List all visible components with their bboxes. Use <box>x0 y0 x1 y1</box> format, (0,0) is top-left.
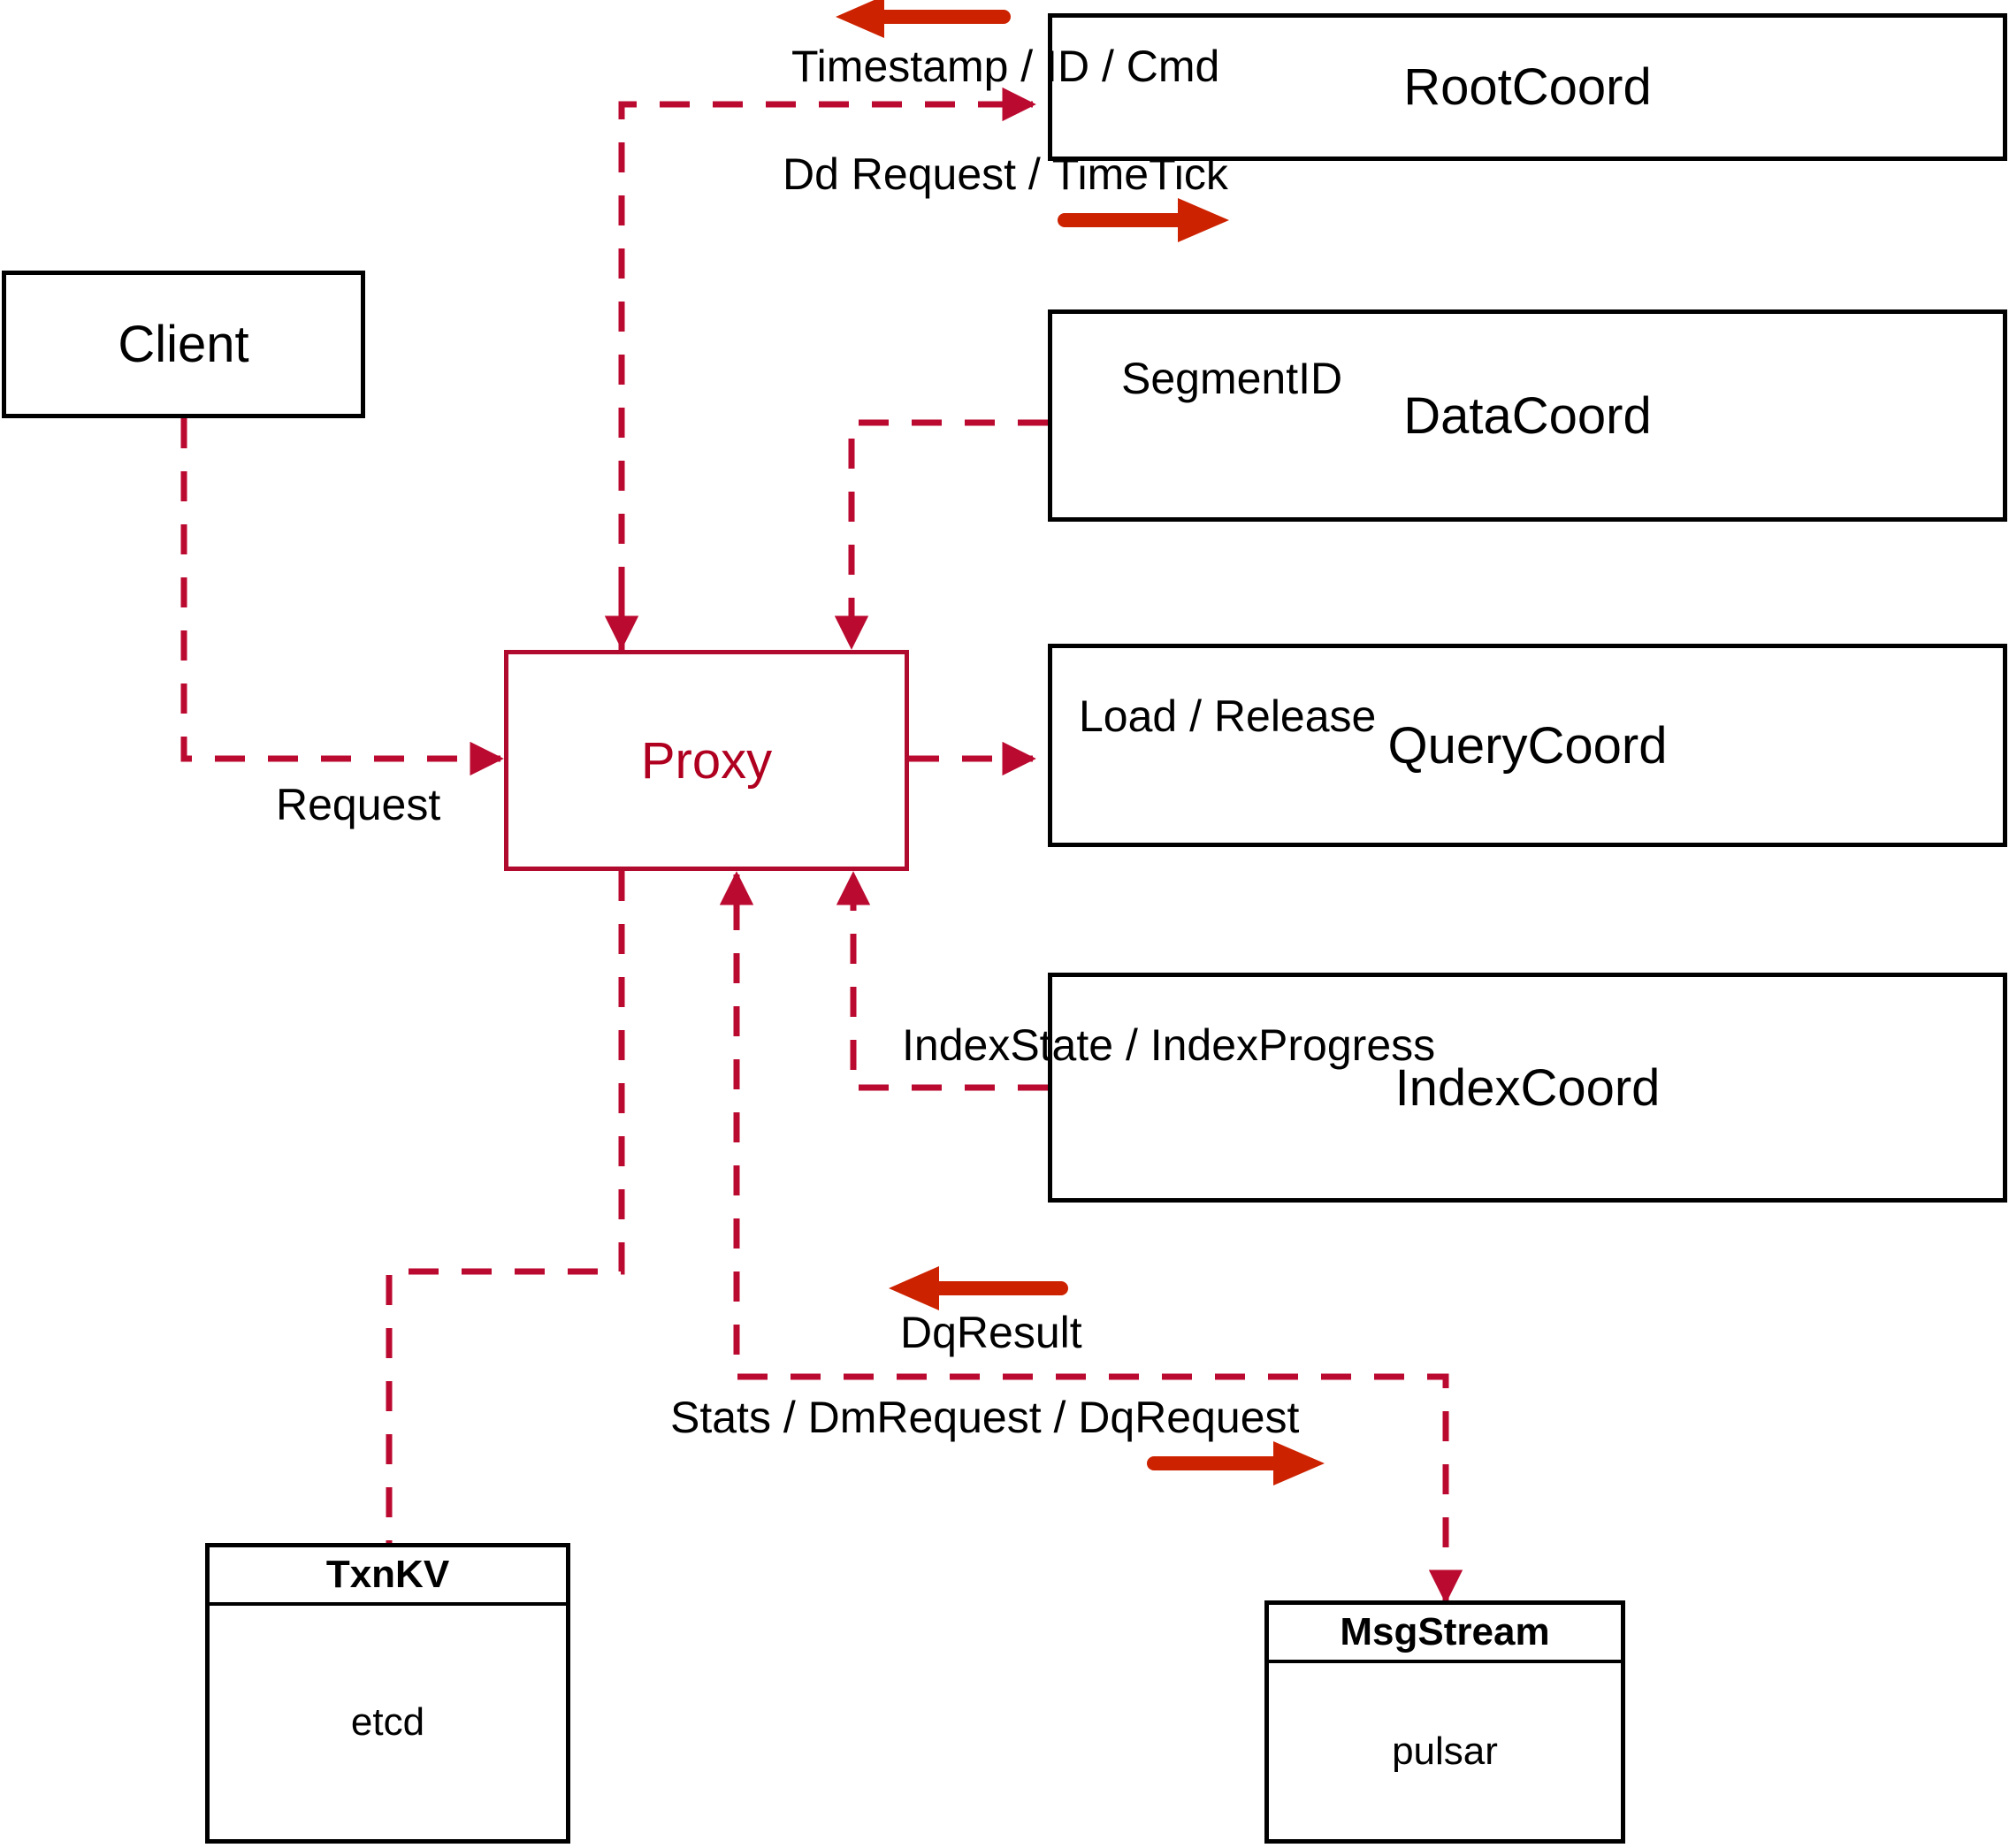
edge-label-indexstate-indexprogress: IndexState / IndexProgress <box>902 1020 1436 1070</box>
dqresult-direction-arrow <box>889 1266 1068 1310</box>
node-txnkv-title: TxnKV <box>210 1547 566 1606</box>
node-msgstream-title: MsgStream <box>1269 1605 1621 1663</box>
timestamp-direction-arrow <box>836 0 1011 38</box>
edge-label-segmentid: SegmentID <box>1121 354 1343 403</box>
edge-proxy-to-txnkv <box>386 871 625 1543</box>
node-datacoord-label: DataCoord <box>1403 386 1652 445</box>
node-proxy[interactable]: Proxy <box>504 650 909 871</box>
node-rootcoord[interactable]: RootCoord <box>1048 13 2007 161</box>
edge-msgstream-to-proxy <box>719 871 1463 1604</box>
node-datacoord[interactable]: DataCoord <box>1048 309 2007 522</box>
node-msgstream[interactable]: MsgStream pulsar <box>1264 1600 1625 1844</box>
edge-client-to-proxy <box>180 418 504 776</box>
edge-label-stats-dmrequest-dqrequest: Stats / DmRequest / DqRequest <box>670 1393 1300 1442</box>
edge-datacoord-to-proxy <box>834 419 1048 650</box>
node-txnkv[interactable]: TxnKV etcd <box>205 1543 570 1844</box>
edge-label-dd-request-timetick: Dd Request / TimeTick <box>783 149 1228 199</box>
node-rootcoord-label: RootCoord <box>1403 58 1652 116</box>
node-client-label: Client <box>118 316 249 373</box>
stats-direction-arrow <box>1147 1441 1325 1485</box>
edge-proxy-to-rootcoord <box>618 87 1036 650</box>
dd-request-direction-arrow <box>1058 198 1229 242</box>
edge-label-request: Request <box>276 780 441 829</box>
node-querycoord[interactable]: QueryCoord <box>1048 644 2007 847</box>
edge-label-dqresult: DqResult <box>900 1308 1082 1357</box>
node-txnkv-body: etcd <box>350 1700 425 1744</box>
node-indexcoord[interactable]: IndexCoord <box>1048 973 2007 1203</box>
node-client[interactable]: Client <box>2 271 365 418</box>
node-querycoord-label: QueryCoord <box>1387 716 1668 775</box>
node-proxy-label: Proxy <box>640 731 773 790</box>
edge-label-timestamp-id-cmd: Timestamp / ID / Cmd <box>791 42 1220 91</box>
edge-label-load-release: Load / Release <box>1079 691 1377 741</box>
node-indexcoord-label: IndexCoord <box>1394 1058 1661 1117</box>
node-msgstream-body: pulsar <box>1392 1729 1498 1773</box>
